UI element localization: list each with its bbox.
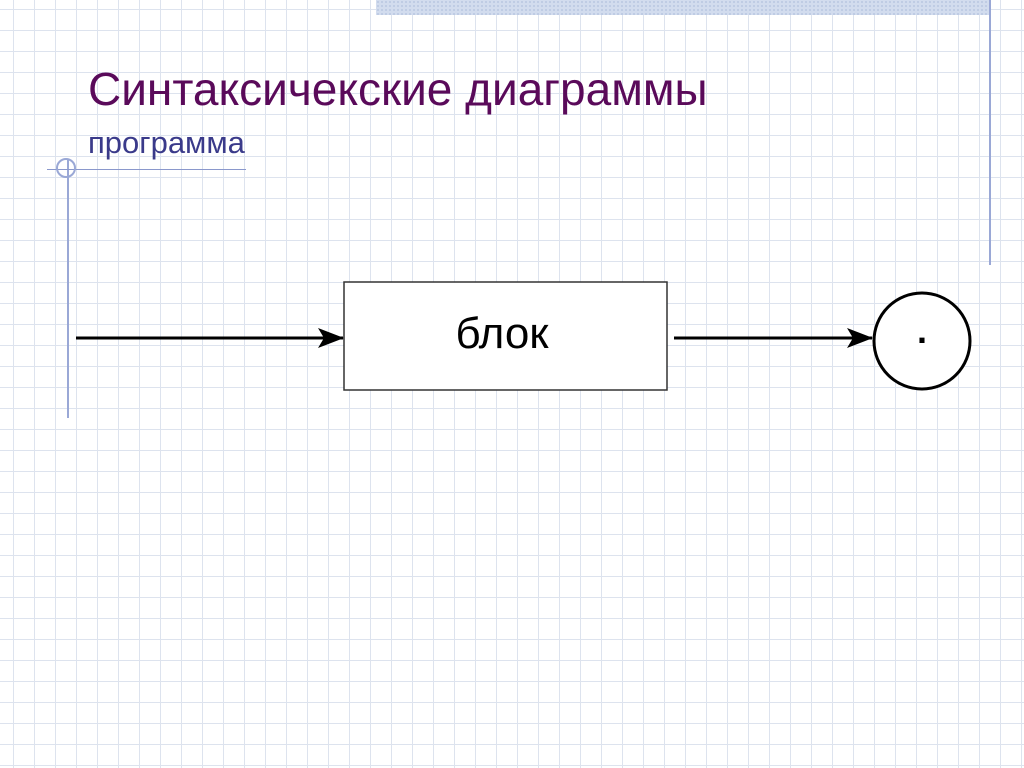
terminal-node-circle	[872, 291, 972, 391]
left-vertical-rule	[67, 160, 69, 418]
block-node-box	[343, 281, 668, 391]
slide-title: Синтаксичекские диаграммы	[88, 63, 708, 115]
corner-circle-mark	[56, 158, 76, 178]
slide-subtitle: программа	[88, 125, 245, 160]
right-vertical-rule	[989, 0, 991, 265]
block-node-label: блок	[455, 309, 549, 358]
top-decorative-band	[376, 0, 990, 15]
title-underline-rule	[47, 169, 246, 170]
terminal-node-label: .	[917, 310, 927, 351]
